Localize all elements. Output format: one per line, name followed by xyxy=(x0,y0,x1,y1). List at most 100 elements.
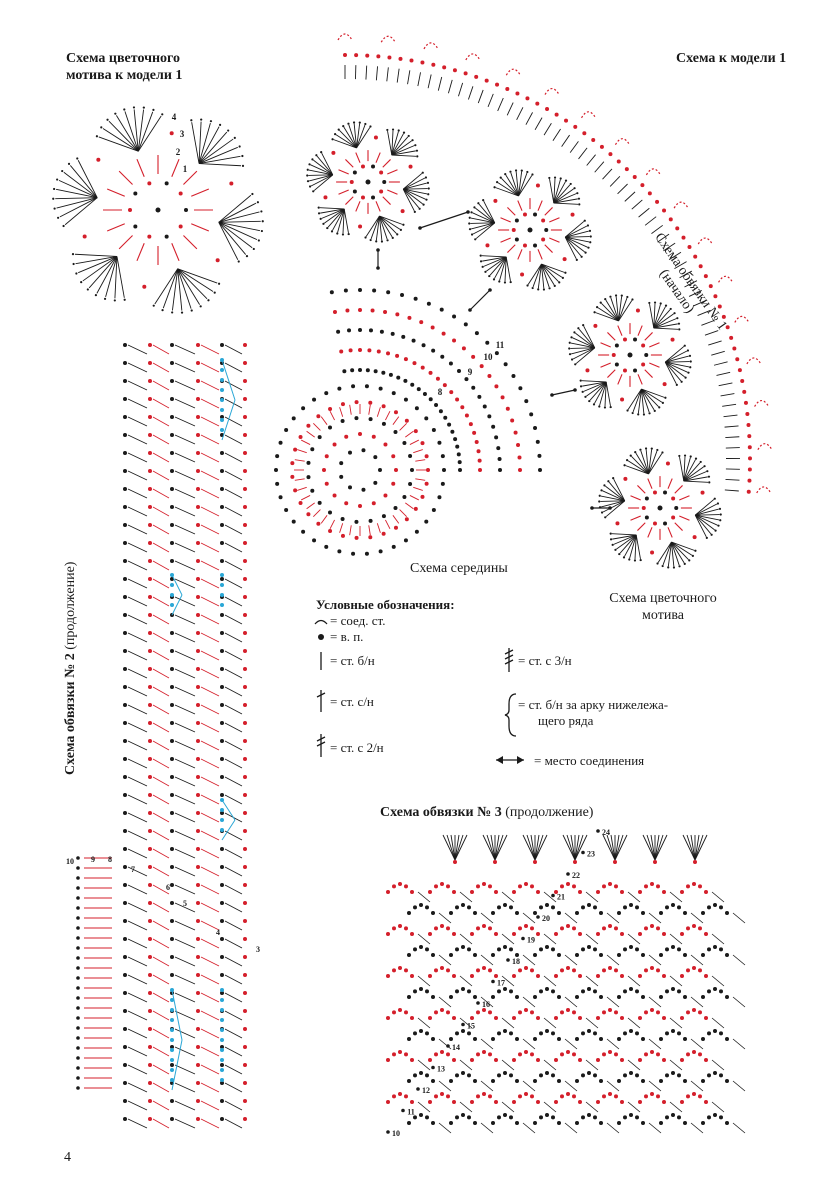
chain-dot xyxy=(473,995,477,999)
chain-dot xyxy=(421,343,426,348)
chain-dot xyxy=(392,1052,396,1057)
chain-dot xyxy=(196,721,200,725)
chain-dot xyxy=(638,1016,642,1020)
chain-dot xyxy=(572,1094,576,1099)
stitch-line xyxy=(616,534,637,550)
chain-dot xyxy=(251,192,254,196)
stitch-line xyxy=(200,776,220,787)
chain-dot xyxy=(361,448,366,453)
chain-dot xyxy=(243,613,247,617)
chain-dot xyxy=(148,379,152,383)
chain-dot xyxy=(329,290,334,295)
chain-dot xyxy=(148,487,152,491)
chain-dot xyxy=(170,583,174,587)
stitch-line xyxy=(224,884,243,895)
chain-dot xyxy=(419,1071,423,1075)
chain-dot xyxy=(659,1079,663,1083)
chain-dot xyxy=(76,966,80,970)
stitch-line xyxy=(200,542,220,553)
chain-dot xyxy=(383,442,388,447)
chain-dot xyxy=(677,1115,681,1120)
chain-dot xyxy=(704,890,708,894)
chain-dot xyxy=(503,362,508,367)
stitch-line xyxy=(683,476,708,482)
chain-dot xyxy=(391,481,396,486)
chain-dot xyxy=(148,595,152,599)
chain-dot xyxy=(535,439,540,444)
stitch-line xyxy=(224,1046,243,1057)
chain-dot xyxy=(468,216,471,219)
chain-dot xyxy=(707,905,711,910)
chain-dot xyxy=(227,129,230,132)
chain-dot xyxy=(497,1115,501,1120)
chain-dot xyxy=(170,865,174,869)
chain-dot xyxy=(707,475,711,478)
chain-dot xyxy=(548,176,551,180)
stitch-line xyxy=(152,722,170,733)
chain-dot xyxy=(698,1052,702,1057)
chain-dot xyxy=(678,328,681,331)
chain-dot xyxy=(371,195,376,200)
stitch-line xyxy=(345,159,354,168)
legend-title: Условные обозначения: xyxy=(316,597,455,612)
chain-dot xyxy=(148,883,152,887)
chain-dot xyxy=(488,884,492,889)
chain-dot xyxy=(535,101,540,106)
stitch-line xyxy=(218,222,239,260)
chain-dot xyxy=(243,829,247,833)
chain-dot xyxy=(80,281,83,284)
stitch-line xyxy=(403,188,428,190)
chain-dot xyxy=(607,480,610,483)
stitch-line xyxy=(501,1059,515,1071)
stitch-line xyxy=(450,834,456,861)
stitch-line xyxy=(345,196,354,205)
chain-dot xyxy=(420,494,425,499)
stitch-line xyxy=(405,430,414,438)
chain-dot xyxy=(334,132,337,136)
chain-dot xyxy=(82,234,87,239)
chain-dot xyxy=(446,1094,450,1099)
chain-dot xyxy=(220,631,224,635)
chain-dot xyxy=(220,378,224,382)
chain-dot xyxy=(669,307,672,311)
stitch-line xyxy=(522,1038,536,1050)
chain-dot xyxy=(623,476,628,481)
chain-dot xyxy=(243,1063,247,1067)
chain-dot xyxy=(713,294,718,299)
chain-dot xyxy=(461,987,465,991)
chain-dot xyxy=(341,233,345,236)
chain-dot xyxy=(698,884,702,889)
chain-dot xyxy=(243,1045,247,1049)
chain-dot xyxy=(419,1113,423,1117)
chain-dot xyxy=(190,309,193,312)
stitch-line xyxy=(454,834,468,861)
chain-dot xyxy=(609,538,613,541)
chain-dot xyxy=(170,1028,174,1032)
chain-dot xyxy=(123,793,127,797)
stitch-line xyxy=(606,1080,620,1092)
chain-dot xyxy=(628,558,631,561)
stitch-line xyxy=(224,992,243,1003)
chain-dot xyxy=(620,1058,624,1062)
picot-arc xyxy=(380,35,396,43)
stitch-line xyxy=(174,704,196,715)
chain-dot xyxy=(493,860,497,864)
stitch-line xyxy=(399,509,407,517)
stitch-line xyxy=(637,389,642,414)
chain-dot xyxy=(593,947,597,952)
chain-dot xyxy=(413,1031,417,1036)
chain-dot xyxy=(148,703,152,707)
chain-dot xyxy=(524,1008,528,1012)
chain-dot xyxy=(426,301,431,306)
chain-dot xyxy=(541,237,546,242)
chain-dot xyxy=(461,346,466,351)
chain-dot xyxy=(538,468,542,472)
chain-dot xyxy=(381,514,386,519)
stitch-line xyxy=(224,1064,243,1075)
chain-dot xyxy=(510,418,515,423)
stitch-line xyxy=(614,834,620,861)
chain-dot xyxy=(196,865,200,869)
stitch-line xyxy=(640,450,649,475)
chain-dot xyxy=(196,523,200,527)
chain-dot xyxy=(410,1016,414,1020)
